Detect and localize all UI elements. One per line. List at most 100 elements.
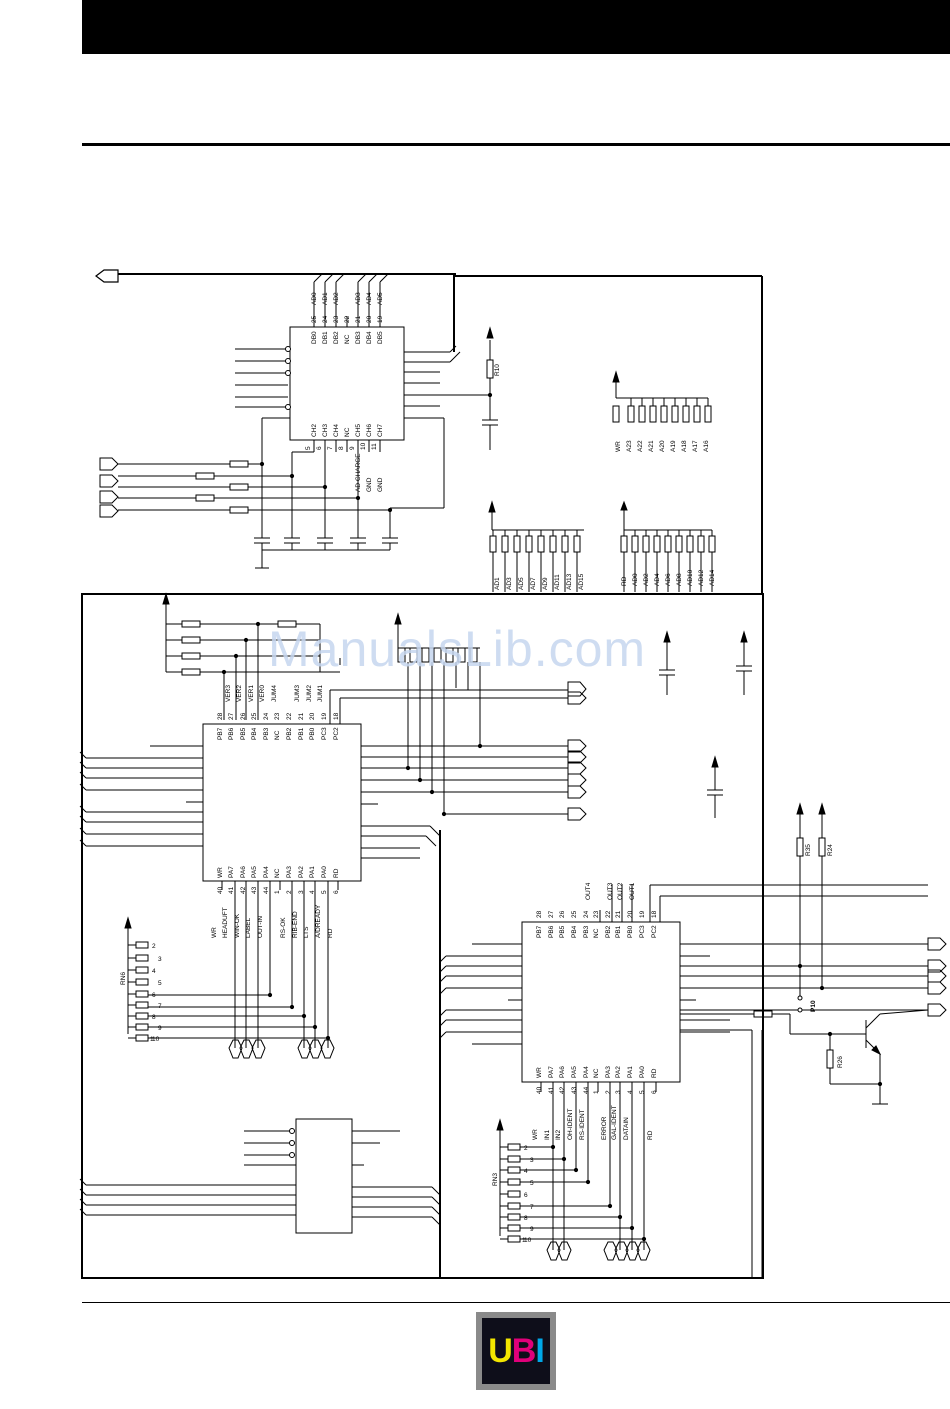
rn-mid-left-resistor: [537, 535, 545, 553]
rn-mid-left-net: AD7: [530, 577, 537, 590]
logo-letter-b: B: [511, 1331, 537, 1370]
rn6-pin-num: 3: [158, 956, 162, 963]
ic-left-pin-name: PB6: [228, 727, 235, 740]
ic-top-bottom-pin-name: CH7: [377, 424, 384, 437]
ic-top-pin-num: 21: [355, 315, 362, 323]
ic-top-pin-net: AD1: [322, 292, 329, 305]
ic-top-bottom-pin-num: 5: [305, 446, 312, 450]
ic-left-pin-num: 21: [298, 712, 305, 720]
rn-top-right-net: WR: [615, 441, 622, 452]
ic-left-bottom-pin-name: PA5: [251, 866, 258, 878]
rn-mid-left-net: AD11: [554, 574, 561, 590]
rn-top-right-resistor: [660, 405, 668, 423]
ic-right-pin-name: PB3: [583, 925, 590, 938]
ic-left-pin-net: VER0: [259, 685, 266, 702]
rn3-label: RN3: [492, 1173, 499, 1186]
rn-mid-left-resistor: [573, 535, 581, 553]
ic-right-bottom-pin-net: RD: [647, 1130, 654, 1140]
rn-top-right-net: A21: [648, 440, 655, 452]
ic-top-pin-net: AD3: [355, 292, 362, 305]
ic-top-pin-name: DB5: [377, 331, 384, 344]
ic-right-pin-num: 27: [548, 910, 555, 918]
ic-right-bottom-pin-num: 5: [639, 1090, 646, 1094]
ic-left-bottom-pin-name: PA6: [240, 866, 247, 878]
rn6-pin-num: 9: [158, 1025, 162, 1032]
ic-right-pin-num: 25: [571, 910, 578, 918]
rn3-pin-num: 4: [524, 1168, 528, 1175]
ic-top-bottom-net: GND: [366, 477, 373, 492]
rn-top-right-resistor: [682, 405, 690, 423]
rn3-pin-num: 8: [524, 1215, 528, 1222]
ic-left-pin-num: 26: [240, 712, 247, 720]
rn-mid-left-resistor: [525, 535, 533, 553]
ic-left-pin-num: 19: [321, 712, 328, 720]
ic-right-pin-num: 28: [536, 910, 543, 918]
ic-left-bottom-pin-num: 1: [274, 890, 281, 894]
ic-left-bottom-pin-net: RD: [327, 928, 334, 938]
ic-left-pin-num: 25: [251, 712, 258, 720]
r24-label: R24: [827, 844, 834, 856]
ic-left-pin-net: VER2: [236, 685, 243, 702]
ic-left-bottom-pin-net: WR: [211, 927, 218, 938]
ic-left-pin-name: PB0: [309, 727, 316, 740]
rn-mid-right-resistor: [620, 535, 628, 553]
rn-mid-right-resistor: [653, 535, 661, 553]
ic-top-pin-num: 24: [322, 315, 329, 323]
ic-left-pin-net: VER3: [225, 685, 232, 702]
ic-right-pin-num: 21: [615, 910, 622, 918]
ic-right-bottom-pin-num: 6: [651, 1090, 658, 1094]
r35-label: R35: [805, 844, 812, 856]
ic-right-pin-name: PB4: [571, 925, 578, 938]
ic-right-pin-name: NC: [593, 928, 600, 938]
r10-label: R10: [494, 364, 501, 376]
rn-top-right-resistor: [612, 405, 620, 423]
ic-top-pin-num: 23: [333, 315, 340, 323]
ic-right-pin-name: PB6: [548, 925, 555, 938]
ic-right-bottom-pin-name: PA5: [571, 1066, 578, 1078]
ic-right-bottom-pin-name: PA1: [627, 1066, 634, 1078]
ic-right-bottom-pin-net: IN2: [555, 1130, 562, 1141]
ic-left-bottom-pin-net: LABEL: [245, 917, 252, 938]
ic-top-bottom-pin-num: 6: [316, 446, 323, 450]
ic-bottom-left-body: [295, 1118, 353, 1234]
ic-left-bottom-pin-num: 6: [333, 890, 340, 894]
ic-top-bottom-net: GND: [377, 477, 384, 492]
ic-left-bottom-pin-num: 40: [217, 886, 224, 894]
ic-right-pin-num: 20: [627, 910, 634, 918]
ic-left-pin-num: 20: [309, 712, 316, 720]
ic-right-pin-name: PB1: [615, 925, 622, 938]
rn6-pin-num: 6: [152, 992, 156, 999]
ic-right-bottom-pin-name: PA4: [583, 1066, 590, 1078]
rn3-pin-num: 5: [530, 1180, 534, 1187]
ic-top-bottom-net: AD CHARGE: [355, 453, 362, 492]
ic-left-bottom-pin-name: PA1: [309, 866, 316, 878]
ic-left-bottom-pin-name: WR: [217, 867, 224, 878]
rn-top-right-resistor: [704, 405, 712, 423]
rn6-pin-num: 5: [158, 980, 162, 987]
rn-mid-right-resistor: [642, 535, 650, 553]
rn-top-right-net: A17: [692, 440, 699, 452]
rn6-pin-num: 2: [152, 943, 156, 950]
ic-left-pin-num: 24: [263, 712, 270, 720]
ic-right-bottom-pin-num: 42: [559, 1086, 566, 1094]
ic-right-bottom-pin-net: DATAIN: [623, 1117, 630, 1140]
ic-right-bottom-pin-net: RS-IDENT: [579, 1109, 586, 1140]
ic-right-pin-num: 24: [583, 910, 590, 918]
ic-right-bottom-pin-num: 41: [548, 1086, 555, 1094]
ic-right-bottom-pin-num: 3: [615, 1090, 622, 1094]
rn-mid-left-resistor: [501, 535, 509, 553]
ic-right-bottom-pin-num: 40: [536, 1086, 543, 1094]
ic-right-pin-net: OUT4: [585, 882, 592, 900]
ic-left-bottom-pin-name: PA2: [298, 866, 305, 878]
ic-right-body: [521, 921, 681, 1083]
rn-top-right-resistor: [671, 405, 679, 423]
ic-left-pin-net: JUM3: [294, 685, 301, 702]
ic-right-pin-num: 19: [639, 910, 646, 918]
ic-right-bottom-pin-net: GAL-IDENT: [611, 1105, 618, 1140]
ic-left-pin-name: PB3: [263, 727, 270, 740]
ic-top-pin-name: NC: [344, 334, 351, 344]
ic-left-bottom-pin-name: PA0: [321, 866, 328, 878]
logo-letter-i: I: [535, 1331, 545, 1370]
ic-right-bottom-pin-name: PA6: [559, 1066, 566, 1078]
